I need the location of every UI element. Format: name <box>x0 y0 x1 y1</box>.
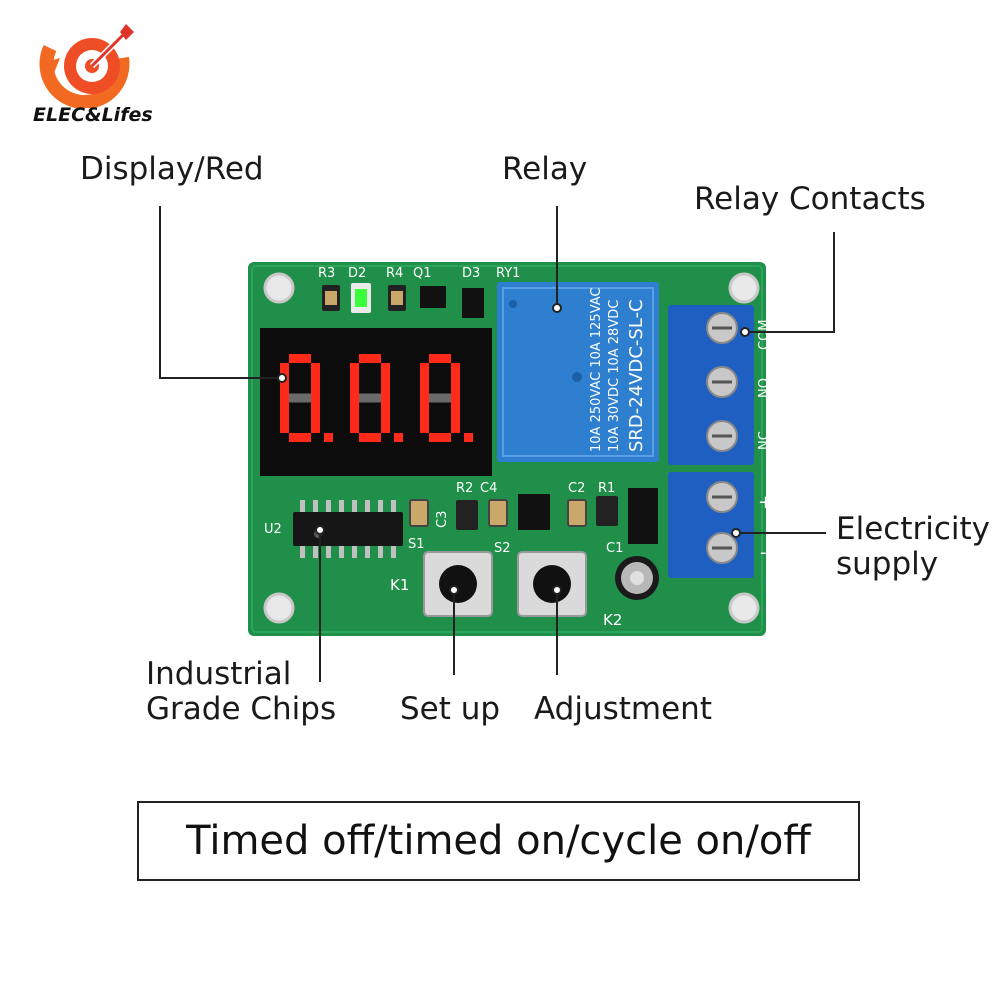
silk-c2: C2 <box>568 481 585 496</box>
relay-rating-1: 10A 250VAC 10A 125VAC <box>589 288 604 453</box>
callout-electricity-1: Electricity <box>836 511 990 547</box>
callout-setup: Set up <box>400 691 501 727</box>
callout-relay-contacts: Relay Contacts <box>694 181 926 217</box>
callout-chips-1: Industrial <box>146 656 292 692</box>
silk-s1: S1 <box>408 537 425 552</box>
relay-board-illustration: R3 D2 R4 Q1 D3 RY1 10A 250VAC 10A 125VAC… <box>159 206 835 682</box>
silk-c4: C4 <box>480 481 497 496</box>
callout-relay: Relay <box>502 151 588 187</box>
relay-model: SRD-24VDC-SL-C <box>626 299 647 452</box>
middle-smd-components <box>409 488 658 544</box>
callout-adjustment: Adjustment <box>534 691 712 727</box>
silk-plus: + <box>758 492 773 513</box>
silk-r2: R2 <box>456 481 473 496</box>
silk-s2: S2 <box>494 541 511 556</box>
callout-electricity-2: supply <box>836 546 939 582</box>
top-smd-components <box>322 283 484 318</box>
modes-box: Timed off/timed on/cycle on/off <box>137 801 860 881</box>
silk-u2: U2 <box>264 522 282 537</box>
silk-c1: C1 <box>606 541 623 556</box>
relay-body <box>497 282 659 462</box>
display-digits <box>280 354 473 442</box>
silk-c3: C3 <box>435 511 450 528</box>
leader-lines <box>159 206 835 682</box>
silk-r1: R1 <box>598 481 615 496</box>
silk-d2: D2 <box>348 266 366 281</box>
display-digit <box>350 354 403 442</box>
callout-display: Display/Red <box>80 151 264 187</box>
brand-logo-icon <box>39 24 134 108</box>
silk-q1: Q1 <box>413 266 432 281</box>
silk-nc: NC <box>757 431 772 450</box>
modes-text: Timed off/timed on/cycle on/off <box>186 818 811 864</box>
display-digit <box>420 354 473 442</box>
silk-com: COM <box>757 319 772 350</box>
button-k1 <box>423 551 493 617</box>
silk-no: NO <box>757 378 772 398</box>
silk-k1: K1 <box>390 576 409 594</box>
silk-ry1: RY1 <box>496 266 520 281</box>
mounting-holes <box>263 272 760 624</box>
silk-d3: D3 <box>462 266 480 281</box>
silk-k2: K2 <box>603 611 622 629</box>
silk-minus: - <box>760 542 767 563</box>
silk-r4: R4 <box>386 266 403 281</box>
brand-name: ELEC&Lifes <box>33 104 153 126</box>
silk-r3: R3 <box>318 266 335 281</box>
button-k2 <box>517 551 587 617</box>
electrolytic-capacitor <box>615 556 659 600</box>
callout-chips-2: Grade Chips <box>146 691 337 727</box>
relay-rating-2: 10A 30VDC 10A 28VDC <box>607 300 622 452</box>
